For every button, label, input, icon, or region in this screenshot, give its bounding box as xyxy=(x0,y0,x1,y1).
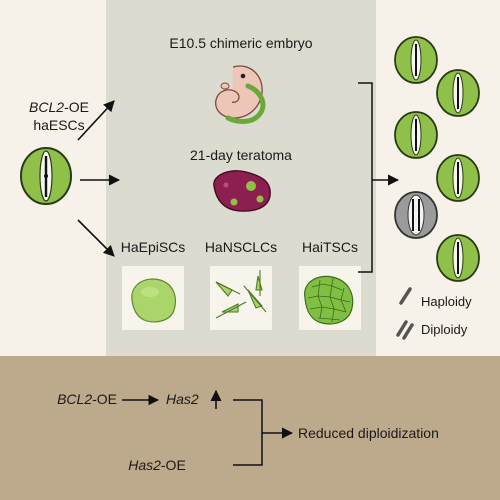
legend-haploidy: Haploidy xyxy=(421,294,472,309)
outcomes-bracket xyxy=(358,82,373,273)
source-haploid-cell-icon xyxy=(20,147,72,205)
teratoma-label: 21-day teratoma xyxy=(190,147,292,163)
mech-bcl2-label: BCL2-OE xyxy=(57,391,117,407)
haploid-cell-icon xyxy=(394,36,438,84)
embryo-label: E10.5 chimeric embryo xyxy=(169,35,312,51)
teratoma-icon xyxy=(213,170,271,212)
arrow-to-embryo xyxy=(77,100,115,141)
mech-result-label: Reduced diploidization xyxy=(298,425,439,441)
derived-label-nsclc: HaNSCLCs xyxy=(205,239,277,255)
diploid-cell-icon xyxy=(394,191,438,239)
diploid-chromosome-icon xyxy=(396,320,414,340)
source-label-line1: BCL2-OE xyxy=(29,99,89,115)
legend-diploidy: Diploidy xyxy=(421,322,468,337)
neural-cells-icon xyxy=(215,270,267,319)
embryo-icon xyxy=(215,65,266,124)
haploid-cell-icon xyxy=(436,154,480,202)
mech-has2-label: Has2 xyxy=(166,391,199,407)
haploid-cell-icon xyxy=(436,234,480,282)
haploid-chromosome-icon xyxy=(399,287,412,305)
nsclc-box xyxy=(210,266,272,330)
source-cell-label: haESCs xyxy=(33,117,84,133)
arrow-to-derived xyxy=(77,219,115,257)
trophoblast-colony-icon xyxy=(304,275,354,325)
epi-colony-icon xyxy=(131,278,177,323)
derived-label-epi: HaEpiSCs xyxy=(121,239,186,255)
mechanism-panel xyxy=(0,356,500,500)
haploid-cell-icon xyxy=(436,69,480,117)
haploid-cell-icon xyxy=(394,111,438,159)
derived-label-itsc: HaiTSCs xyxy=(302,239,358,255)
mech-has2-oe-label: Has2-OE xyxy=(128,457,186,473)
